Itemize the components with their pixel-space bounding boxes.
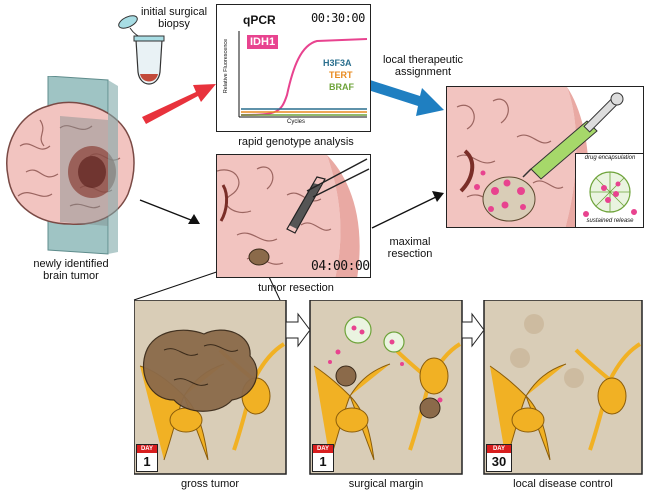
initial-biopsy-label: initial surgical biopsy	[140, 6, 208, 30]
newly-identified-label: newly identified brain tumor	[33, 258, 109, 282]
bottom-section: DAY 1 DAY 1 DAY 30	[134, 300, 644, 476]
day-badge-3-label: DAY	[487, 445, 511, 453]
sustained-release-label: sustained release	[586, 218, 634, 224]
day-badge-2-value: 1	[319, 454, 327, 469]
gene-tert-label: TERT	[329, 70, 353, 80]
day-badge-1-value: 1	[143, 454, 151, 469]
maximal-resection-label: maximal resection	[387, 236, 433, 260]
day-badge-1: DAY 1	[136, 444, 158, 472]
day-badge-1-label: DAY	[137, 445, 157, 453]
therapy-panel: drug encapsulation sustained release	[446, 86, 644, 228]
qpcr-curves	[238, 31, 368, 118]
day-badge-2-label: DAY	[313, 445, 333, 453]
qpcr-panel: qPCR 00:30:00 IDH1 H3F3A TERT BRAF Relat…	[216, 4, 371, 132]
local-therapeutic-label: local therapeutic assignment	[382, 54, 464, 78]
chevron-arrow-1	[285, 312, 311, 348]
biopsy-tube-icon	[116, 8, 176, 100]
drug-encapsulation-inset: drug encapsulation sustained release	[575, 153, 643, 227]
idh1-curve	[240, 38, 368, 116]
black-arrow-resection	[139, 199, 197, 223]
x-axis-label: Cycles	[287, 119, 306, 125]
day-badge-3: DAY 30	[486, 444, 512, 472]
gene-idh1-label: IDH1	[250, 36, 276, 48]
red-arrow	[142, 84, 216, 124]
drug-encapsulation-label: drug encapsulation	[584, 155, 636, 161]
rapid-genotype-label: rapid genotype analysis	[238, 136, 354, 148]
day-badge-2: DAY 1	[312, 444, 334, 472]
gene-braf-label: BRAF	[329, 82, 354, 92]
gene-idh1-badge: IDH1	[247, 35, 279, 49]
brain-illustration	[0, 76, 140, 256]
local-disease-control-label: local disease control	[513, 478, 613, 490]
black-arrow-maximal	[371, 195, 439, 229]
chevron-arrow-2	[461, 312, 485, 348]
resection-timer: 04:00:00	[311, 259, 370, 274]
qpcr-title: qPCR	[243, 13, 276, 27]
surgical-margin-label: surgical margin	[348, 478, 424, 490]
gross-tumor-label: gross tumor	[180, 478, 240, 490]
resection-panel: 04:00:00	[216, 154, 371, 278]
qpcr-timer: 00:30:00	[311, 11, 365, 25]
day-badge-3-value: 30	[491, 454, 507, 469]
blue-arrow	[368, 80, 444, 116]
tumor-resection-label: tumor resection	[258, 282, 334, 294]
gene-h3f3a-label: H3F3A	[323, 58, 352, 68]
